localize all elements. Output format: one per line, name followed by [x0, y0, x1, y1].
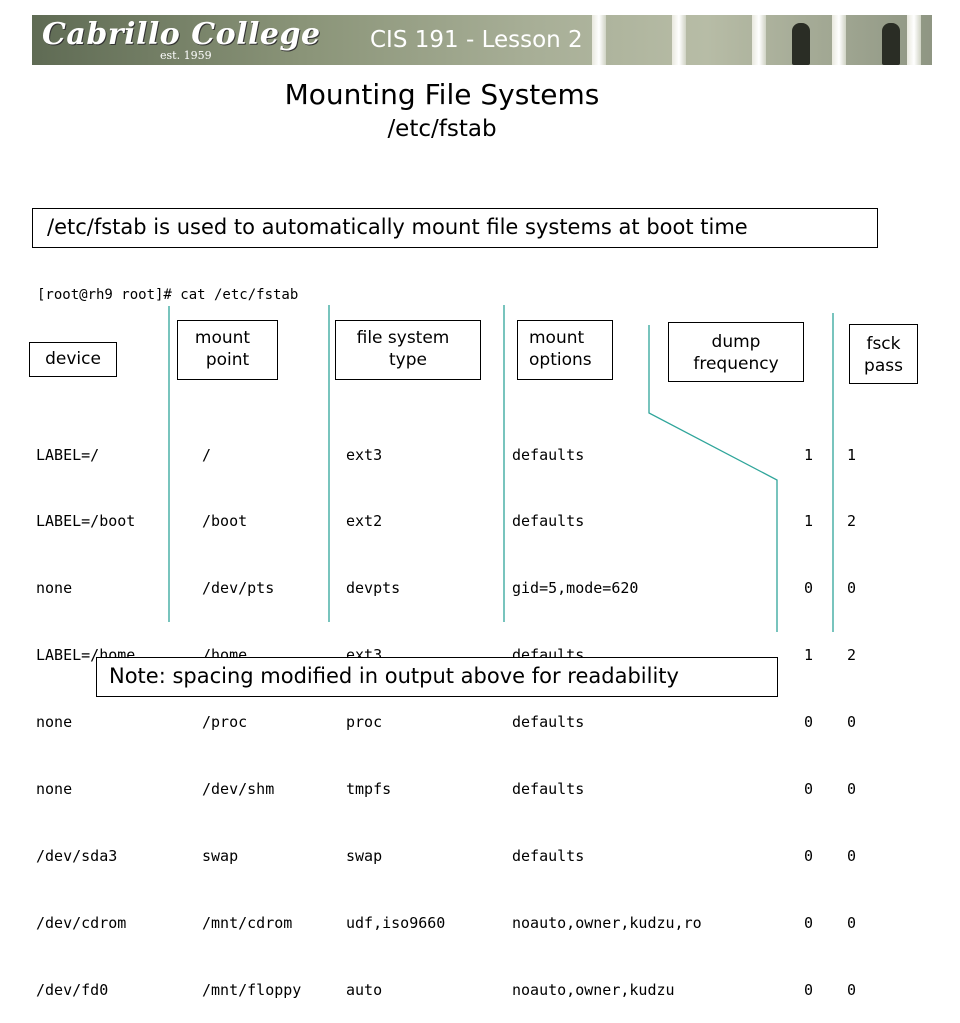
label-fs-type-line1: file system [356, 328, 450, 348]
fstab-device: none [36, 780, 73, 799]
fstab-mount-point: /mnt/floppy [202, 980, 302, 999]
fstab-mount-point: /mnt/cdrom [202, 913, 293, 932]
slide-title: Mounting File Systems [284, 78, 600, 111]
fstab-fsck: 0 [847, 980, 857, 999]
fstab-fsck-column: 1 2 0 2 0 0 0 0 0 [847, 399, 865, 1023]
fstab-mount-point: swap [202, 846, 239, 865]
label-mount-options: mount options [517, 320, 613, 380]
fstab-type: udf,iso9660 [346, 913, 446, 932]
banner-column [832, 15, 846, 65]
fstab-fsck: 0 [847, 713, 857, 732]
fstab-mount-point: / [202, 445, 212, 464]
connector-lines [168, 305, 834, 632]
label-device-text: device [45, 349, 101, 369]
fstab-options: noauto,owner,kudzu,ro [512, 913, 702, 932]
slide-subtitle: /etc/fstab [387, 116, 497, 142]
fstab-fsck: 0 [847, 780, 857, 799]
connector-line-dump [648, 325, 778, 632]
fstab-mount-point: /dev/pts [202, 579, 275, 598]
label-fsck-pass: fsck pass [849, 324, 918, 384]
fstab-mount-point-column: / /boot /dev/pts /home /proc /dev/shm sw… [202, 399, 301, 1023]
fstab-dump: 1 [804, 445, 814, 464]
college-logo: Cabrillo College [42, 17, 321, 52]
college-logo-est: est. 1959 [160, 49, 212, 62]
fstab-options: noauto,owner,kudzu [512, 980, 675, 999]
fstab-type: ext3 [346, 445, 383, 464]
fstab-fsck: 2 [847, 646, 857, 665]
intro-box: /etc/fstab is used to automatically moun… [32, 208, 878, 248]
fstab-options: defaults [512, 713, 585, 732]
fstab-dump: 0 [804, 579, 814, 598]
fstab-mount-point: /proc [202, 713, 248, 732]
label-fsck-line1: fsck [866, 334, 901, 354]
label-dump-frequency: dump frequency [668, 322, 804, 382]
fstab-fsck: 0 [847, 846, 857, 865]
fstab-dump: 1 [804, 646, 814, 665]
banner-figure [792, 23, 810, 65]
fstab-device: none [36, 579, 73, 598]
label-dump-line1: dump [711, 332, 761, 352]
fstab-type: devpts [346, 579, 401, 598]
fstab-type: ext2 [346, 512, 383, 531]
fstab-fsck: 1 [847, 445, 857, 464]
fstab-type: auto [346, 980, 383, 999]
fstab-mount-point: /boot [202, 512, 248, 531]
fstab-device: LABEL=/boot [36, 512, 136, 531]
label-mount-options-line2: options [529, 350, 592, 370]
fstab-dump: 0 [804, 846, 814, 865]
fstab-device: none [36, 713, 73, 732]
banner-column [907, 15, 921, 65]
fstab-options: defaults [512, 512, 585, 531]
fstab-type: tmpfs [346, 780, 392, 799]
fstab-device: /dev/sda3 [36, 846, 118, 865]
label-device: device [29, 342, 117, 377]
label-dump-line2: frequency [693, 354, 779, 374]
banner-figure [882, 23, 900, 65]
fstab-device: /dev/cdrom [36, 913, 127, 932]
fstab-dump: 1 [804, 512, 814, 531]
fstab-mount-point: /dev/shm [202, 780, 275, 799]
fstab-dump: 0 [804, 780, 814, 799]
shell-command: [root@rh9 root]# cat /etc/fstab [37, 287, 299, 303]
label-mount-point-line2: point [205, 350, 250, 370]
fstab-dump-column: 1 1 0 1 0 0 0 0 0 [804, 399, 822, 1023]
banner-column [592, 15, 606, 65]
fstab-type: swap [346, 846, 383, 865]
label-mount-point: mount point [177, 320, 278, 380]
banner-column [672, 15, 686, 65]
banner-column [752, 15, 766, 65]
fstab-dump: 0 [804, 713, 814, 732]
fstab-dump: 0 [804, 980, 814, 999]
label-fs-type: file system type [335, 320, 481, 380]
fstab-fsck: 0 [847, 579, 857, 598]
label-mount-point-line1: mount [194, 328, 251, 348]
fstab-dump: 0 [804, 913, 814, 932]
label-mount-options-line1: mount [529, 328, 585, 348]
fstab-type: proc [346, 713, 383, 732]
fstab-fsck: 0 [847, 913, 857, 932]
fstab-device-column: LABEL=/ LABEL=/boot none LABEL=/home non… [36, 399, 135, 1023]
fstab-type-column: ext3 ext2 devpts ext3 proc tmpfs swap ud… [346, 399, 445, 1023]
note-box: Note: spacing modified in output above f… [96, 657, 778, 697]
fstab-device: /dev/fd0 [36, 980, 109, 999]
fstab-options: gid=5,mode=620 [512, 579, 639, 598]
course-title: CIS 191 - Lesson 2 [370, 27, 583, 53]
label-fs-type-line2: type [389, 350, 427, 370]
fstab-options: defaults [512, 445, 585, 464]
header-banner: Cabrillo College est. 1959 CIS 191 - Les… [32, 15, 932, 65]
fstab-device: LABEL=/ [36, 445, 100, 464]
fstab-options: defaults [512, 780, 585, 799]
fstab-options: defaults [512, 846, 585, 865]
label-fsck-line2: pass [864, 356, 903, 376]
fstab-fsck: 2 [847, 512, 857, 531]
fstab-options-column: defaults defaults gid=5,mode=620 default… [512, 399, 702, 1023]
